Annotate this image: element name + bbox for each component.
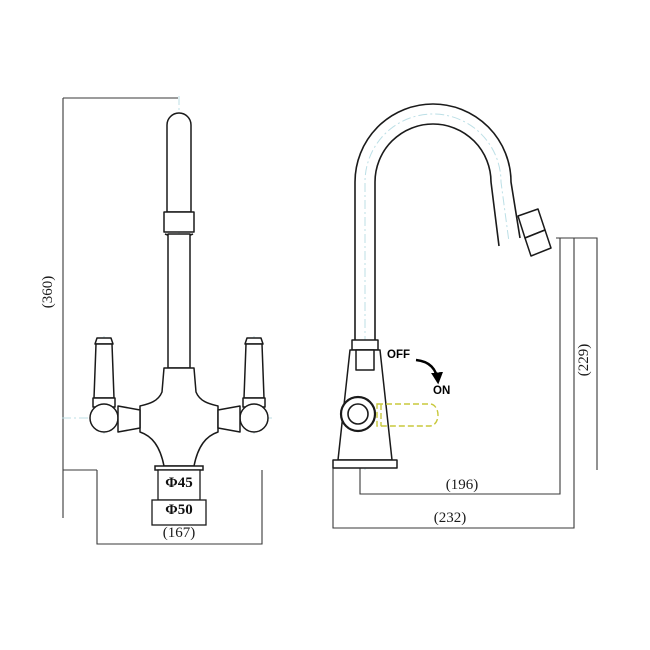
dimension-spout-reach: (196)	[359, 238, 561, 495]
handle-rotation-indicator: OFF ON	[387, 349, 450, 397]
phantom-lever-body	[376, 403, 439, 427]
off-label: OFF	[387, 349, 410, 361]
body-upper-sleeve	[355, 349, 375, 371]
right-handle-lever	[243, 343, 265, 399]
front-view-body	[139, 367, 219, 467]
column-collar-band	[163, 211, 195, 233]
diameter-45-label: Φ45	[165, 475, 192, 491]
side-elevation-view: (229) (196) (232)	[332, 103, 598, 529]
right-handle-shank	[217, 405, 241, 433]
spout-outer-profile	[354, 103, 521, 400]
base-escutcheon-group: Φ45 Φ50	[151, 465, 207, 526]
rotation-arrow-icon	[415, 358, 444, 385]
dim-196-bracket	[359, 238, 561, 495]
dim-229-bracket	[556, 237, 598, 470]
dim-167-label: (167)	[163, 525, 196, 541]
column-lower-tube	[167, 233, 191, 369]
right-handle-cap	[244, 337, 264, 345]
lever-pivot-rosette	[339, 395, 377, 433]
diameter-50-label: Φ50	[165, 502, 192, 518]
dimension-spout-height: (229)	[556, 237, 598, 470]
on-label: ON	[433, 385, 450, 397]
handle-lever-phantom	[376, 403, 439, 427]
dim-196-label: (196)	[446, 477, 479, 493]
dim-232-label: (232)	[434, 510, 467, 526]
left-handle-cap	[94, 337, 114, 345]
dim-360-label: (360)	[40, 276, 56, 309]
escutcheon-upper-box	[157, 469, 201, 501]
front-view-column	[163, 112, 195, 369]
body-neck-collar	[351, 339, 379, 351]
right-handle-assembly	[217, 337, 269, 433]
gooseneck-spout	[354, 103, 521, 400]
column-upper-tube	[166, 112, 192, 213]
left-handle-ball-joint	[89, 403, 119, 433]
dimension-overall-width: (167)	[96, 470, 263, 545]
dim-167-bracket	[96, 470, 263, 545]
dimension-overall-height: (360)	[40, 97, 178, 518]
pivot-inner-ring	[347, 403, 369, 425]
spout-outlet-group	[517, 208, 552, 257]
centerline-spout-axis	[364, 113, 510, 430]
body-base-plate	[332, 459, 398, 469]
left-handle-assembly	[89, 337, 141, 433]
right-handle-ball-joint	[239, 403, 269, 433]
front-elevation-view: (360) (167)	[40, 96, 272, 545]
dim-229-label: (229)	[576, 344, 592, 377]
dim-232-bracket	[332, 238, 575, 529]
body-flared-hub	[139, 367, 219, 467]
left-handle-lever	[93, 343, 115, 399]
left-handle-shank	[117, 405, 141, 433]
escutcheon-lower-box	[151, 499, 207, 526]
spout-inner-profile	[374, 123, 500, 400]
dimension-overall-depth: (232)	[332, 238, 575, 529]
outlet-nozzle	[524, 229, 552, 257]
